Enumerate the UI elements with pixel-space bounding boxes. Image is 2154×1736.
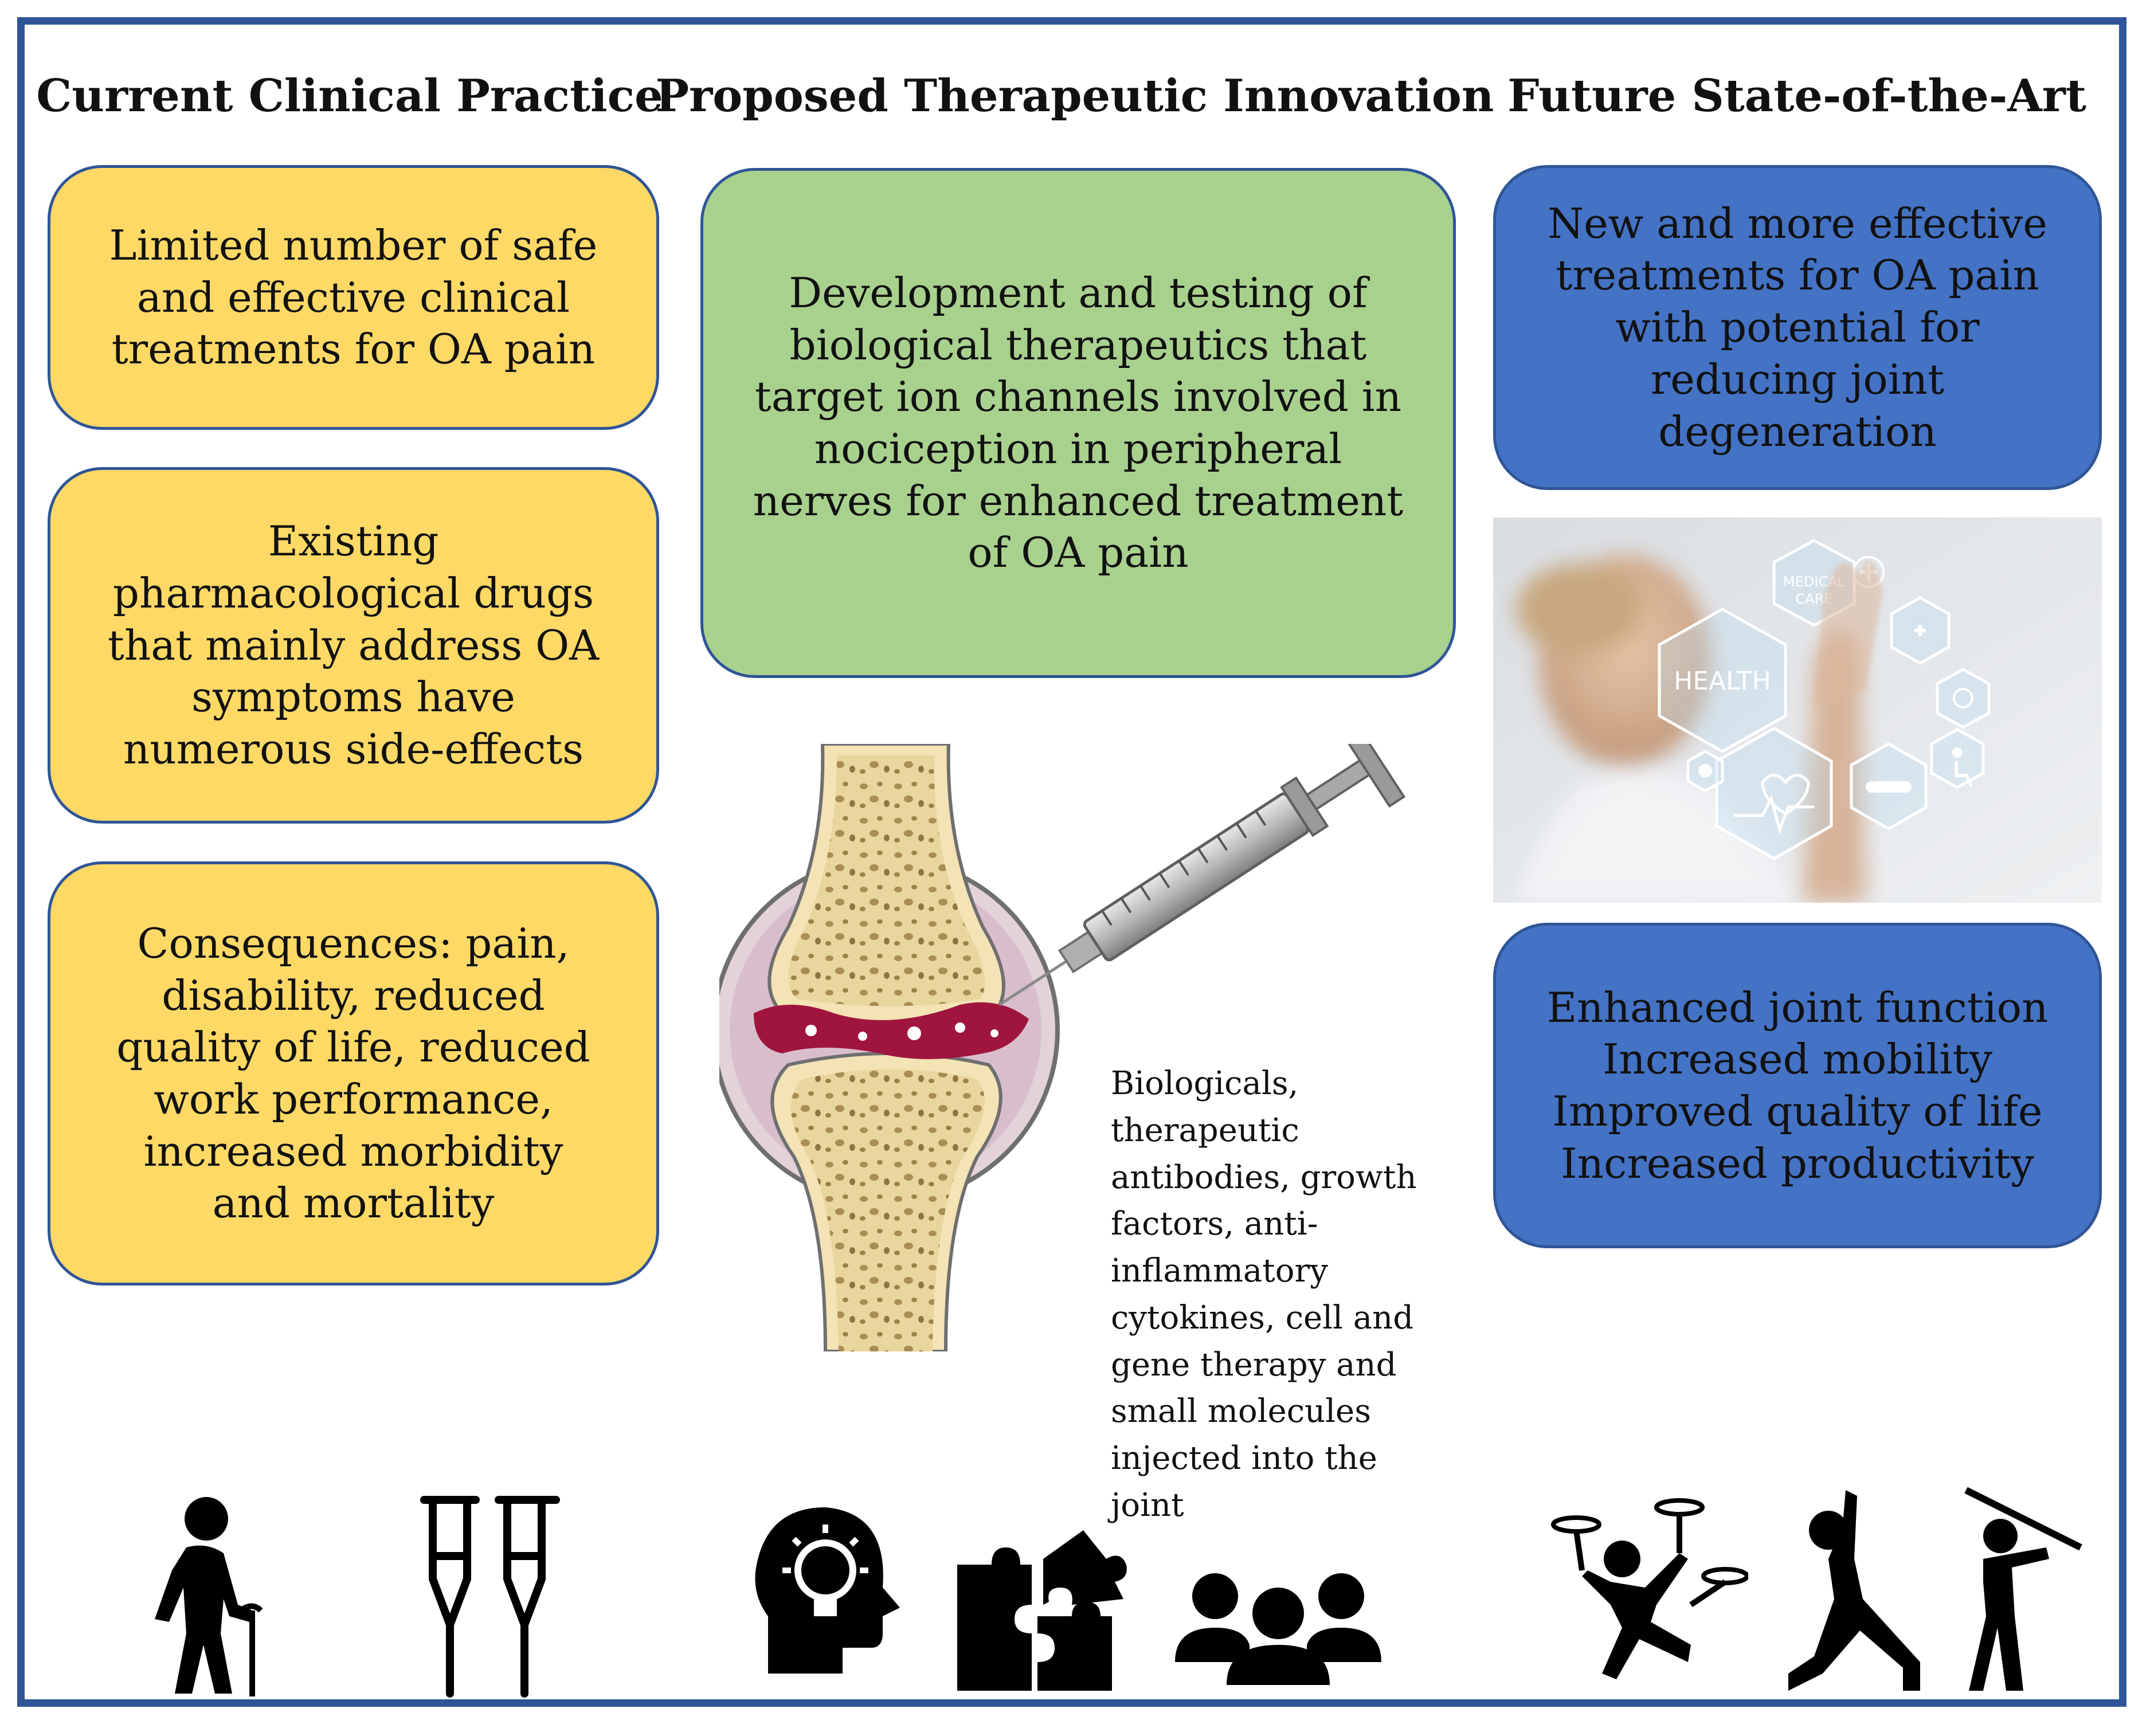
current-box-limited-treatments: Limited number of safe and effective cli…: [48, 165, 659, 430]
future-box-outcomes-text: Enhanced joint function Increased mobili…: [1546, 983, 2049, 1188]
biologicals-description: Biologicals, therapeutic antibodies, gro…: [1111, 1065, 1417, 1524]
elderly-walker-icon: [155, 1497, 263, 1696]
health-label: HEALTH: [1674, 667, 1771, 696]
damaged-cartilage: [754, 1002, 1029, 1059]
future-box-outcomes: Enhanced joint function Increased mobili…: [1493, 923, 2102, 1248]
syringe-icon: [998, 744, 1406, 1006]
swinging-person-icon: [1964, 1487, 2082, 1691]
group-people-icon: [1175, 1573, 1381, 1685]
current-box-consequences-text: Consequences: pain, disability, reduced …: [116, 919, 590, 1228]
future-box-new-treatments: New and more effective treatments for OA…: [1493, 165, 2102, 490]
header-current-practice: Current Clinical Practice: [36, 69, 663, 122]
hex-health: [1658, 608, 1787, 753]
future-box-new-treatments-text: New and more effective treatments for OA…: [1548, 199, 2047, 456]
current-box-drug-side-effects-text: Existing pharmacological drugs that main…: [107, 517, 600, 774]
head-lightbulb-icon: [755, 1507, 900, 1674]
juggling-person-icon: [1551, 1498, 1748, 1679]
proposed-box-text: Development and testing of biological th…: [753, 268, 1404, 577]
crutches-icon: [420, 1496, 560, 1698]
header-future-state: Future State-of-the-Art: [1507, 69, 2086, 122]
knee-joint-injection-illustration: [719, 744, 1406, 1351]
hex-heart: [1715, 727, 1833, 860]
current-box-drug-side-effects: Existing pharmacological drugs that main…: [48, 467, 659, 824]
header-proposed-innovation: Proposed Therapeutic Innovation: [655, 69, 1494, 122]
current-box-consequences: Consequences: pain, disability, reduced …: [48, 861, 659, 1286]
puzzle-icon: [957, 1530, 1127, 1691]
lunging-person-icon: [1788, 1490, 1920, 1691]
current-box-limited-treatments-text: Limited number of safe and effective cli…: [109, 221, 598, 374]
figure-border: [17, 17, 2126, 1707]
proposed-box-biological-therapeutics: Development and testing of biological th…: [700, 168, 1456, 678]
